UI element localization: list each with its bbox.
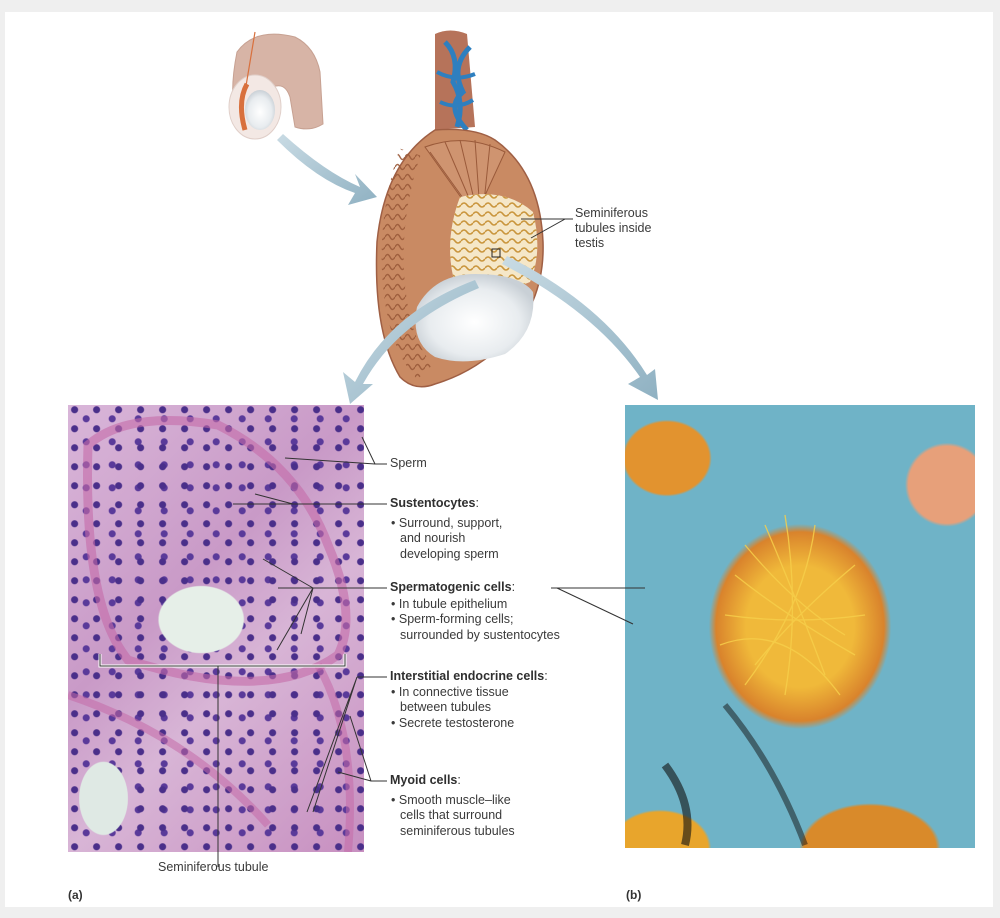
tubule-outline [68, 416, 354, 852]
testis-cross-section-illustration [375, 30, 544, 388]
testis-tubules-label: Seminiferous tubules inside testis [575, 206, 652, 250]
arrow-to-panel-b [502, 256, 658, 400]
arrow-to-testis [277, 134, 377, 205]
seminiferous-tubule-caption: Seminiferous tubule [158, 860, 269, 874]
figure-canvas: Seminiferous tubules inside testis Sperm… [5, 12, 993, 907]
panel-b-sem-micrograph [625, 405, 975, 848]
callout-interstitial-endocrine-cells: Interstitial endocrine cells: • In conne… [390, 669, 548, 730]
panel-b-letter: (b) [626, 888, 642, 902]
overview-genitalia-illustration [228, 31, 324, 140]
panel-a-micrograph [68, 405, 364, 852]
callout-myoid-cells: Myoid cells: • Smooth muscle–like cells … [390, 773, 515, 838]
top-illustration [228, 30, 658, 404]
sem-tubule-fibers [661, 514, 866, 847]
callout-sustentocytes: Sustentocytes: • Surround, support, and … [390, 496, 503, 561]
callout-sperm: Sperm [390, 456, 427, 470]
callout-spermatogenic-cells: Spermatogenic cells: • In tubule epithel… [390, 580, 560, 642]
arrow-to-panel-a [343, 280, 479, 404]
panel-a-letter: (a) [68, 888, 83, 902]
region-marker [491, 248, 501, 258]
